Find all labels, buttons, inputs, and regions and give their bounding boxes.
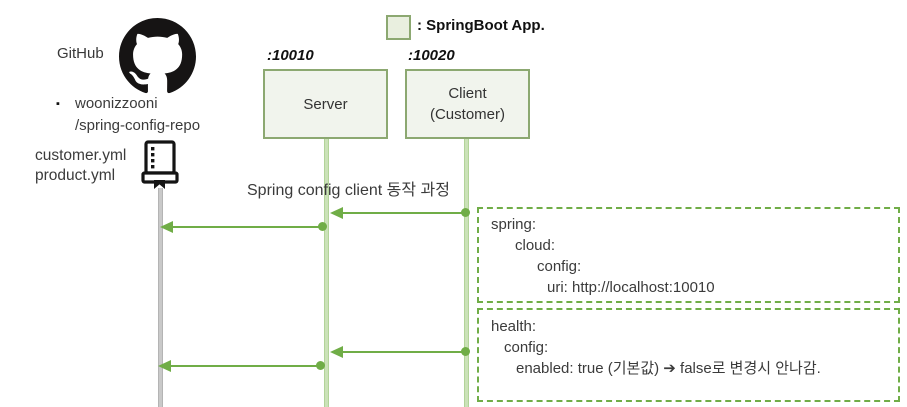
client-node-label-line1: Client [448,85,487,102]
repo-bullet: ▪ [56,98,60,110]
lifeline-github [158,188,163,407]
repo-name: /spring-config-repo [75,117,201,134]
github-octocat-icon [119,18,196,100]
springboot-app-swatch-icon [386,15,411,40]
client-port-label: :10020 [408,47,455,64]
note-health-config: health: config: enabled: true (기본값) ➔ fa… [477,308,900,402]
message-arrow-client-to-server-1 [330,207,470,219]
yaml-line: spring: [491,216,537,233]
github-label: GitHub [57,45,104,62]
arrow-shaft [163,226,323,228]
note-spring-cloud-config: spring: cloud: config: uri: http://local… [477,207,900,303]
yaml-line: enabled: true (기본값) ➔ false로 변경시 안나감. [516,360,821,377]
lifeline-client [464,139,469,407]
arrow-origin-dot-icon [461,347,470,356]
journal-bookmark-icon [141,140,179,195]
message-arrow-server-to-github-1 [160,221,327,233]
arrow-shaft [161,365,321,367]
yaml-line: config: [504,339,549,356]
repo-owner: woonizzooni [75,95,158,112]
arrow-shaft [333,212,466,214]
lifeline-server [324,139,329,407]
client-node-label-line2: (Customer) [429,106,505,123]
message-arrow-client-to-server-2 [330,346,470,358]
arrow-origin-dot-icon [461,208,470,217]
yaml-line: health: [491,318,537,335]
server-node: Server [263,69,388,139]
arrow-shaft [333,351,466,353]
server-port-label: :10010 [267,47,314,64]
yaml-line: uri: http://localhost:10010 [547,279,715,296]
arrow-origin-dot-icon [316,361,325,370]
legend-label: : SpringBoot App. [417,17,545,34]
arrow-origin-dot-icon [318,222,327,231]
yaml-line: config: [537,258,582,275]
client-node: Client (Customer) [405,69,530,139]
sequence-title: Spring config client 동작 과정 [247,182,450,199]
server-node-label: Server [303,95,348,113]
config-file-customer: customer.yml [35,147,127,164]
config-file-product: product.yml [35,167,116,184]
message-arrow-server-to-github-2 [158,360,325,372]
yaml-line: cloud: [515,237,556,254]
